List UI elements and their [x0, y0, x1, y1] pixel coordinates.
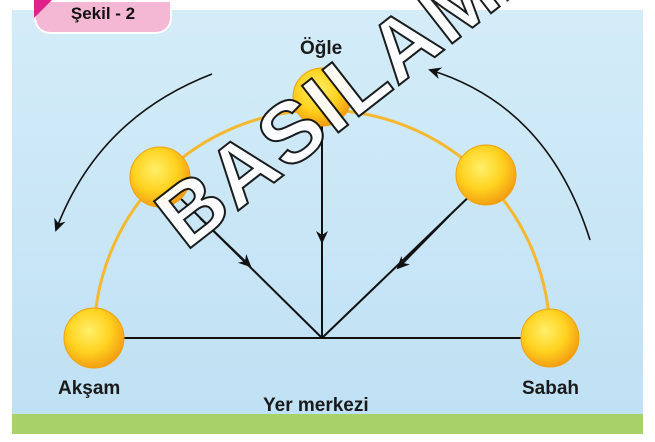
motion-arrow-left — [54, 73, 213, 232]
figure-tag-label: Şekil - 2 — [70, 4, 136, 23]
ray-afternoon-arrow — [199, 217, 252, 268]
motion-arrow-right — [428, 67, 591, 241]
sun-forenoon — [455, 144, 517, 206]
label-earth-center: Yer merkezi — [263, 395, 369, 416]
figure-tag: Şekil - 2 — [34, 0, 172, 34]
sun-noon — [292, 67, 352, 127]
label-evening: Akşam — [58, 378, 121, 399]
label-noon: Öğle — [300, 38, 343, 59]
sun-afternoon — [129, 146, 191, 208]
tag-corner-accent — [34, 0, 52, 18]
sun-morning — [520, 308, 580, 368]
ground-strip — [12, 414, 643, 434]
sun-evening — [63, 307, 125, 369]
ray-forenoon-arrow — [396, 214, 451, 270]
label-morning: Sabah — [522, 378, 580, 399]
